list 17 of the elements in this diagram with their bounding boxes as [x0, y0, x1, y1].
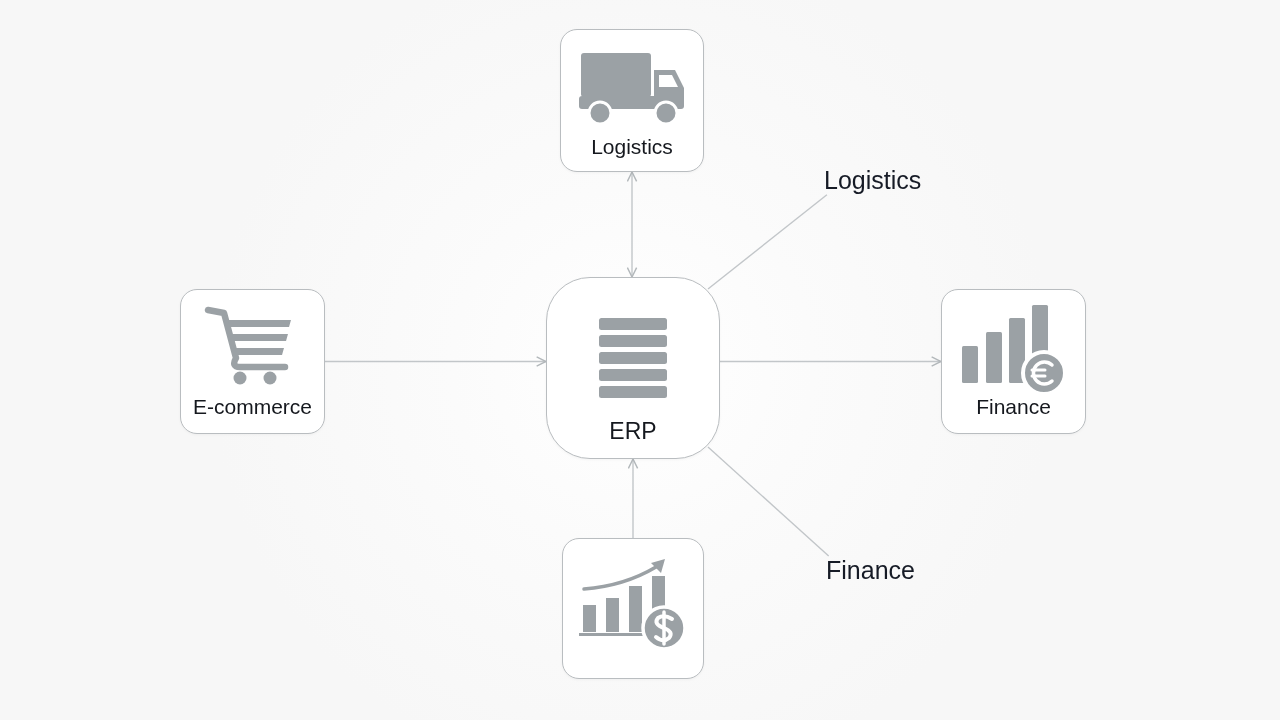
node-card: [560, 29, 704, 172]
callout-label: Finance: [826, 556, 915, 585]
leader-line: [707, 194, 828, 290]
node-label: Logistics: [591, 135, 673, 160]
node-label: ERP: [609, 418, 657, 445]
arrow: [627, 458, 639, 539]
arrow: [719, 356, 942, 367]
arrow: [324, 356, 547, 367]
node-card: [546, 277, 720, 459]
double-arrow: [626, 171, 638, 278]
node-label: E-commerce: [193, 395, 312, 420]
leader-line: [707, 446, 830, 557]
icon-card: [562, 538, 704, 679]
node-card: [941, 289, 1086, 434]
node-label: Finance: [976, 395, 1051, 420]
node-card: [180, 289, 325, 434]
callout-label: Logistics: [824, 166, 922, 195]
